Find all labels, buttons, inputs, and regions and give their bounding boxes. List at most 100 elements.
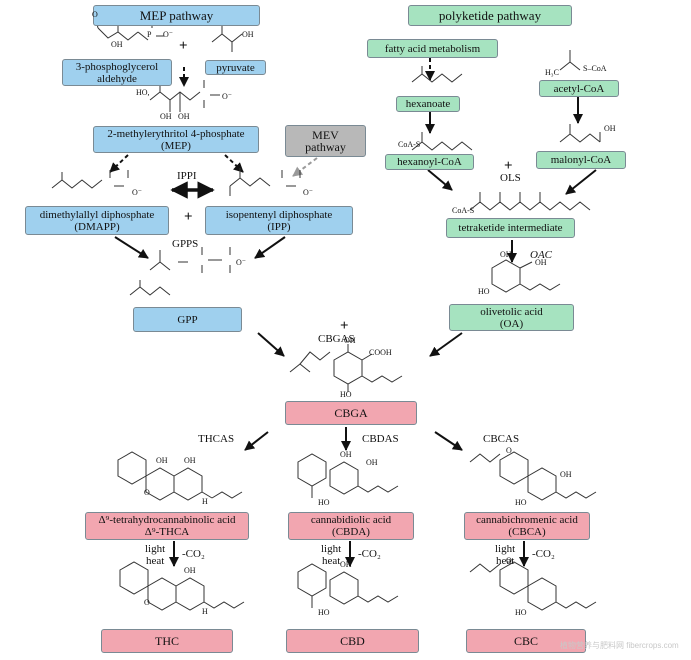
enzyme-cbgas: CBGAS — [318, 333, 355, 345]
atom-label: OH — [340, 450, 352, 459]
node-pyruvate: pyruvate — [205, 60, 266, 75]
node-dmapp: dimethylallyl diphosphate (DMAPP) — [25, 206, 169, 235]
atom-label: OH — [366, 458, 378, 467]
atom-label: S–CoA — [583, 64, 607, 73]
structure-hexanoate — [411, 66, 463, 83]
condition-light-thc: light — [145, 543, 166, 555]
atom-label: OH — [500, 250, 512, 259]
plus-sign-gpp-oa: + — [340, 318, 349, 334]
arrow-dmapp-to-gpp — [114, 236, 149, 259]
node-thc: THC — [101, 629, 233, 653]
node-cbd: CBD — [286, 629, 419, 653]
atom-label: COOH — [369, 348, 392, 357]
node-malonyl-coa: malonyl-CoA — [536, 151, 626, 169]
atom-label: OH — [178, 112, 190, 121]
node-cbga: CBGA — [285, 401, 417, 425]
structure-malonyl-coa — [559, 124, 601, 143]
node-hexanoate: hexanoate — [396, 96, 460, 112]
arrow-mep-to-dmapp — [109, 154, 129, 173]
condition-light-cbc: light — [495, 543, 516, 555]
node-gpp: GPP — [133, 307, 242, 332]
atom-label: O — [144, 598, 150, 607]
atom-label: O⁻ — [222, 92, 232, 101]
structure-mep — [149, 80, 220, 112]
atom-label: HO — [515, 498, 527, 507]
node-3-phosphoglycerol-aldehyde: 3-phosphoglycerol aldehyde — [62, 59, 172, 86]
atom-label: O⁻ — [236, 258, 246, 267]
structure-cbca — [469, 451, 597, 501]
plus-sign-g3p-pyruvate: + — [179, 38, 188, 54]
condition-light-cbd: light — [321, 543, 342, 555]
structure-cbda — [297, 453, 399, 498]
atom-label: HO — [478, 287, 490, 296]
atom-label: OH — [344, 336, 356, 345]
atom-label: H — [202, 607, 208, 616]
atom-label: OH — [535, 258, 547, 267]
structure-cbc — [469, 561, 597, 611]
arrow-gpp-to-cbga — [257, 332, 285, 357]
structure-thc — [119, 561, 245, 611]
enzyme-gpps: GPPS — [172, 238, 199, 250]
atom-label: H — [202, 497, 208, 506]
node-tetraketide-intermediate: tetraketide intermediate — [446, 218, 575, 238]
atom-label: HO — [318, 608, 330, 617]
watermark: 植物营养与肥料网 fibercrops.com — [560, 641, 679, 650]
structure-acetyl-coa — [559, 50, 581, 71]
condition-heat-cbc: heat — [496, 555, 515, 567]
atom-label: O⁻ — [132, 188, 142, 197]
atom-label: CoA-S — [452, 206, 475, 215]
atom-label: OH — [340, 560, 352, 569]
enzyme-ols: OLS — [500, 172, 521, 184]
enzyme-cbdas: CBDAS — [362, 433, 399, 445]
atom-label: OH — [160, 112, 172, 121]
atom-label: O — [506, 556, 512, 565]
atom-label: O — [506, 446, 512, 455]
atom-label: HO — [515, 608, 527, 617]
condition-co2-cbc: -CO₂ — [532, 548, 555, 560]
atom-label: HO — [318, 498, 330, 507]
node-acetyl-coa: acetyl-CoA — [539, 80, 619, 97]
arrow-mev-to-ipp — [292, 157, 318, 177]
node-fatty-acid-metabolism: fatty acid metabolism — [367, 39, 498, 58]
atom-label: O⁻ — [303, 188, 313, 197]
structure-tetraketide — [469, 192, 591, 211]
structure-thca — [117, 451, 243, 501]
structure-cbd — [297, 563, 399, 608]
atom-label: P — [147, 30, 152, 39]
atom-label: OH — [111, 40, 123, 49]
arrow-malonyl-to-tetraketide — [565, 169, 597, 195]
structure-pyruvate — [211, 24, 243, 52]
structure-cbga — [289, 344, 403, 392]
condition-heat-cbd: heat — [322, 555, 341, 567]
atom-label: OH — [604, 124, 616, 133]
arrow-cbga-to-cbca — [434, 431, 463, 451]
node-olivetolic-acid: olivetolic acid (OA) — [449, 304, 574, 331]
enzyme-ippi: IPPI — [177, 170, 197, 182]
enzyme-thcas: THCAS — [198, 433, 235, 445]
atom-label: OH — [184, 456, 196, 465]
enzyme-cbcas: CBCAS — [483, 433, 520, 445]
atom-label: HO — [340, 390, 352, 399]
plus-sign-hexanoyl-malonyl: + — [504, 158, 513, 174]
node-hexanoyl-coa: hexanoyl-CoA — [385, 154, 474, 170]
atom-label: OH — [560, 470, 572, 479]
atom-label: O — [144, 488, 150, 497]
node-cbc: CBC — [466, 629, 586, 653]
structure-dmapp — [51, 170, 129, 189]
atom-label: OH — [156, 456, 168, 465]
atom-label: CoA-S — [398, 140, 421, 149]
atom-label: OH — [242, 30, 254, 39]
structure-olivetolic-acid — [491, 259, 561, 293]
atom-label: OH — [184, 566, 196, 575]
structure-gpp — [129, 247, 231, 296]
arrow-oa-to-cbga — [429, 332, 463, 357]
structure-hexanoyl-coa — [411, 132, 473, 151]
polyketide-pathway-header: polyketide pathway — [408, 5, 572, 26]
enzyme-oac: OAC — [530, 249, 552, 261]
atom-label: O⁻ — [163, 30, 173, 39]
atom-label: H₃C — [545, 68, 559, 77]
node-cbca: cannabichromenic acid (CBCA) — [464, 512, 590, 540]
arrow-hexanoyl-to-tetraketide — [427, 169, 453, 191]
condition-co2-cbd: -CO₂ — [358, 548, 381, 560]
